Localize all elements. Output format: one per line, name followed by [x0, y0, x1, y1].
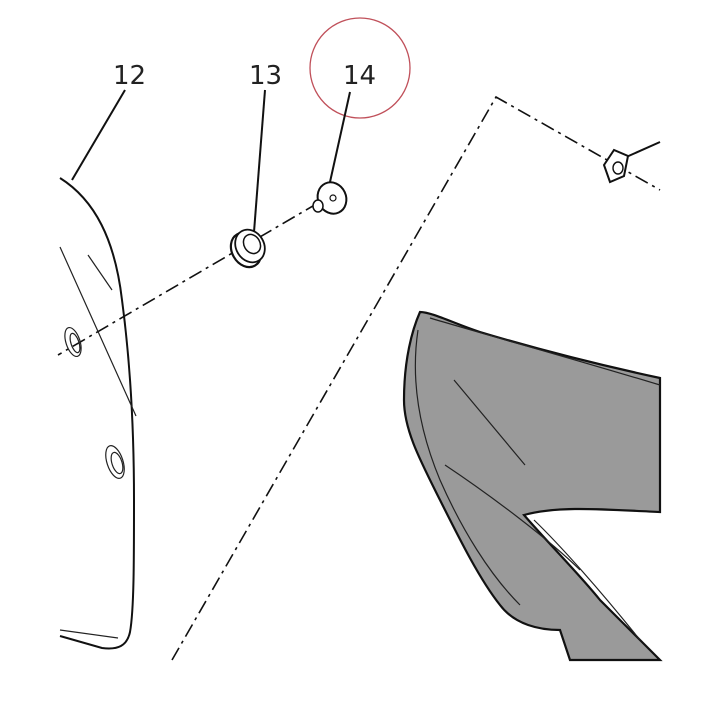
leader-line-clip [623, 141, 661, 159]
mounting-hole-lower [105, 445, 125, 479]
leader-line-12 [71, 89, 126, 181]
leader-line-14 [329, 91, 351, 183]
part-14-screw [312, 181, 348, 215]
part-13-grommet [229, 228, 266, 269]
callout-14-highlight-circle [309, 17, 411, 119]
assembly-axis-line [57, 202, 319, 356]
fairing-panel [402, 310, 663, 662]
leader-line-13 [253, 89, 266, 233]
clip-nut [602, 148, 630, 184]
callout-14-label: 14 [343, 61, 376, 91]
mounting-hole-upper [64, 326, 82, 358]
region-boundary-line [171, 95, 661, 661]
part-12-panel [59, 177, 137, 650]
callout-12-label: 12 [113, 61, 146, 91]
callout-13-label: 13 [249, 61, 282, 91]
